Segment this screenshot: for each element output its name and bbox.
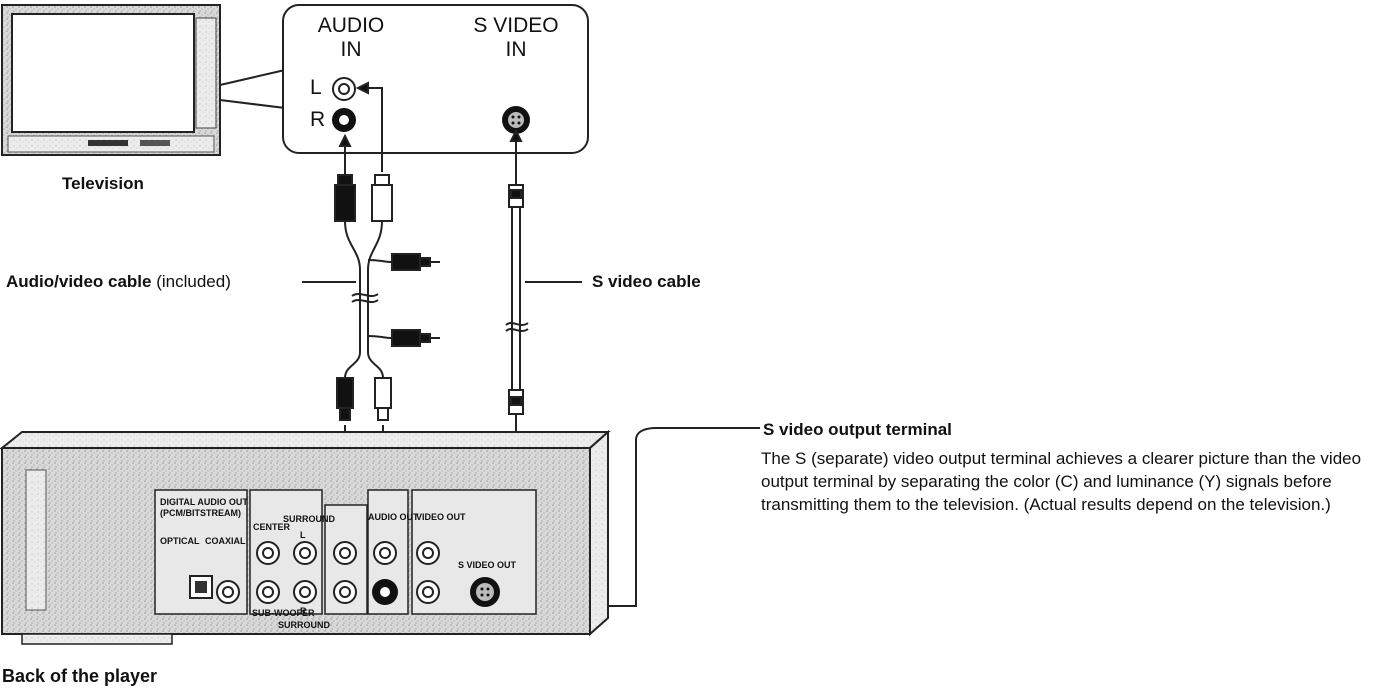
player-back-illustration bbox=[0, 429, 611, 645]
audio-in-r-label: R bbox=[310, 108, 326, 131]
audio-in-line1: AUDIO bbox=[317, 14, 385, 37]
video-out-label: VIDEO OUT bbox=[416, 512, 466, 522]
digital-audio-out-sub-label: (PCM/BITSTREAM) bbox=[160, 508, 241, 518]
coaxial-label: COAXIAL bbox=[205, 536, 246, 546]
callout-title: S video output terminal bbox=[763, 420, 952, 439]
optical-label: OPTICAL bbox=[160, 536, 200, 546]
digital-audio-out-label: DIGITAL AUDIO OUT bbox=[160, 497, 248, 507]
surround-top-label: SURROUND bbox=[283, 514, 336, 524]
svideo-in-heading: S VIDEO IN bbox=[466, 14, 566, 62]
surround-l-label: L bbox=[300, 530, 306, 540]
audio-in-heading: AUDIO IN bbox=[306, 14, 396, 62]
player-label: Back of the player bbox=[2, 666, 158, 686]
subwoofer-label: SUB-WOOFER bbox=[252, 608, 315, 618]
svideo-in-line2: IN bbox=[505, 38, 527, 61]
audio-in-line2: IN bbox=[340, 38, 362, 61]
center-label: CENTER bbox=[253, 522, 291, 532]
svideo-cable-label: S video cable bbox=[592, 272, 701, 291]
svideo-out-label: S VIDEO OUT bbox=[458, 560, 517, 570]
svideo-in-line1: S VIDEO bbox=[473, 14, 559, 37]
av-cable-label: Audio/video cable (included) bbox=[6, 272, 231, 292]
television-illustration bbox=[1, 4, 286, 156]
audio-in-l-label: L bbox=[310, 76, 322, 99]
av-cable-label-note: (included) bbox=[156, 272, 231, 291]
surround-bottom-label: SURROUND bbox=[278, 620, 331, 630]
svideo-in-jack bbox=[502, 106, 530, 134]
callout-body: The S (separate) video output terminal a… bbox=[761, 449, 1362, 514]
audio-out-label: AUDIO OUT bbox=[368, 512, 419, 522]
audio-in-l-jack bbox=[332, 77, 356, 101]
tv-terminal-panel bbox=[282, 4, 589, 154]
television-label: Television bbox=[62, 174, 144, 193]
av-cable-label-bold: Audio/video cable bbox=[6, 272, 152, 291]
surround-r-label: R bbox=[300, 606, 307, 616]
audio-in-r-jack bbox=[332, 108, 356, 132]
